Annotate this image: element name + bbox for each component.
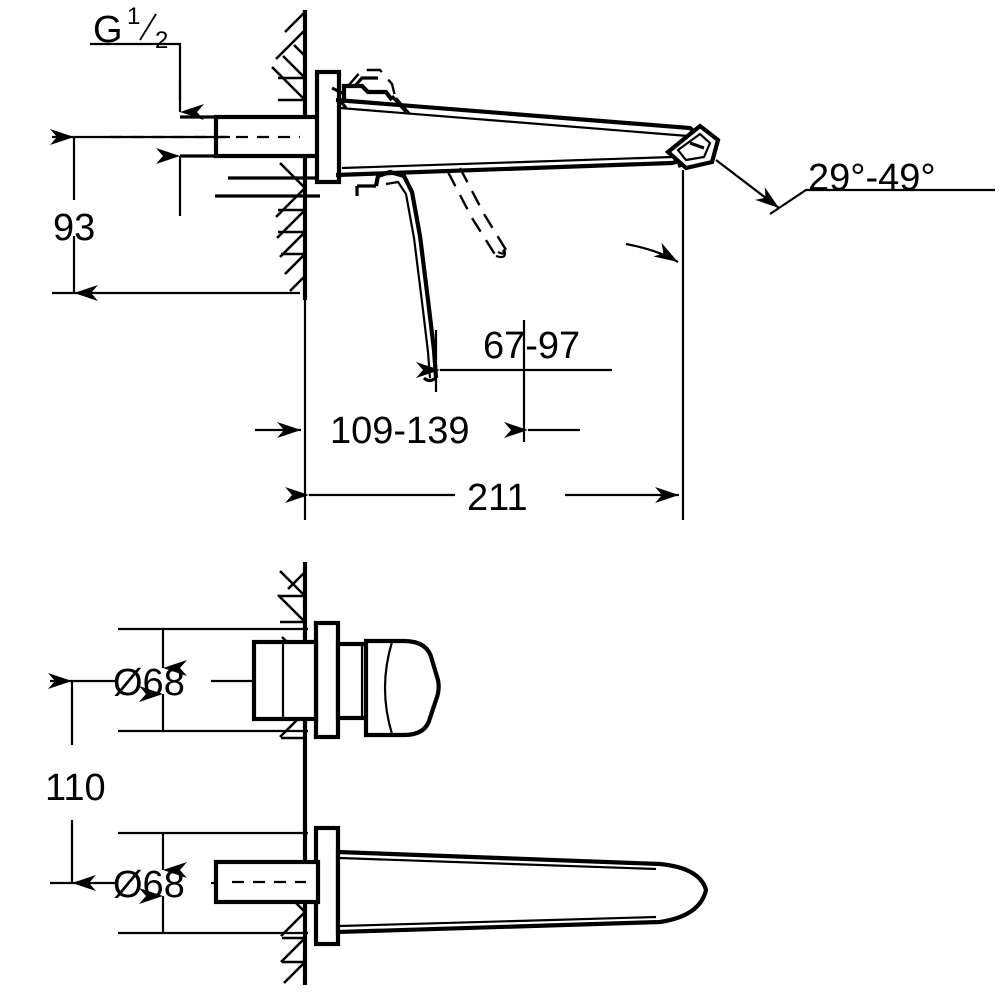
label-center-distance-110: 110 (45, 767, 106, 809)
view-front-offset: Ø68 Ø68 110 (45, 562, 709, 985)
dim-diameter-lower: Ø68 (113, 831, 308, 935)
label-range-67-97: 67-97 (483, 325, 580, 367)
wall-hatching-upper-top (271, 11, 306, 102)
cartridge-hub (331, 68, 411, 115)
dim-thread-g-half: G 1 2 (90, 3, 204, 120)
aerator-outlet (664, 123, 721, 171)
escutcheon-plate-upper (314, 69, 342, 185)
dim-range-109-139: 109-139 (255, 410, 580, 452)
dim-height-93: 93 (50, 129, 300, 301)
label-diameter-lower: Ø68 (113, 864, 185, 906)
dim-angle-range: 29°-49° (715, 157, 995, 215)
spout-body (335, 97, 712, 178)
upper-fitting-assembly (251, 620, 441, 740)
handle-phantom-position (446, 167, 508, 259)
dim-range-67-97: 67-97 (416, 320, 612, 442)
label-thread-g: G (93, 9, 123, 51)
swing-direction-arrow (625, 242, 679, 263)
label-height-93: 93 (53, 207, 95, 249)
lever-handle (355, 169, 439, 383)
label-thread-numerator: 1 (127, 3, 140, 30)
label-range-109-139: 109-139 (330, 410, 469, 452)
wall-section-lower (277, 562, 308, 985)
wall-hatching-lower (277, 570, 306, 984)
dim-diameter-upper: Ø68 (113, 627, 308, 733)
dim-projection-211: 211 (285, 170, 685, 520)
label-thread-denominator: 2 (155, 27, 168, 54)
label-projection-211: 211 (467, 477, 528, 519)
wall-hatching-upper-bottom (275, 162, 306, 292)
label-angle-range: 29°-49° (808, 157, 936, 199)
lower-body-stub-upper (215, 176, 320, 198)
label-diameter-upper: Ø68 (113, 662, 185, 704)
lower-fitting-assembly (213, 825, 709, 947)
view-side-elevation: G 1 2 93 67-97 (50, 3, 995, 520)
dim-center-distance-110: 110 (45, 673, 118, 891)
